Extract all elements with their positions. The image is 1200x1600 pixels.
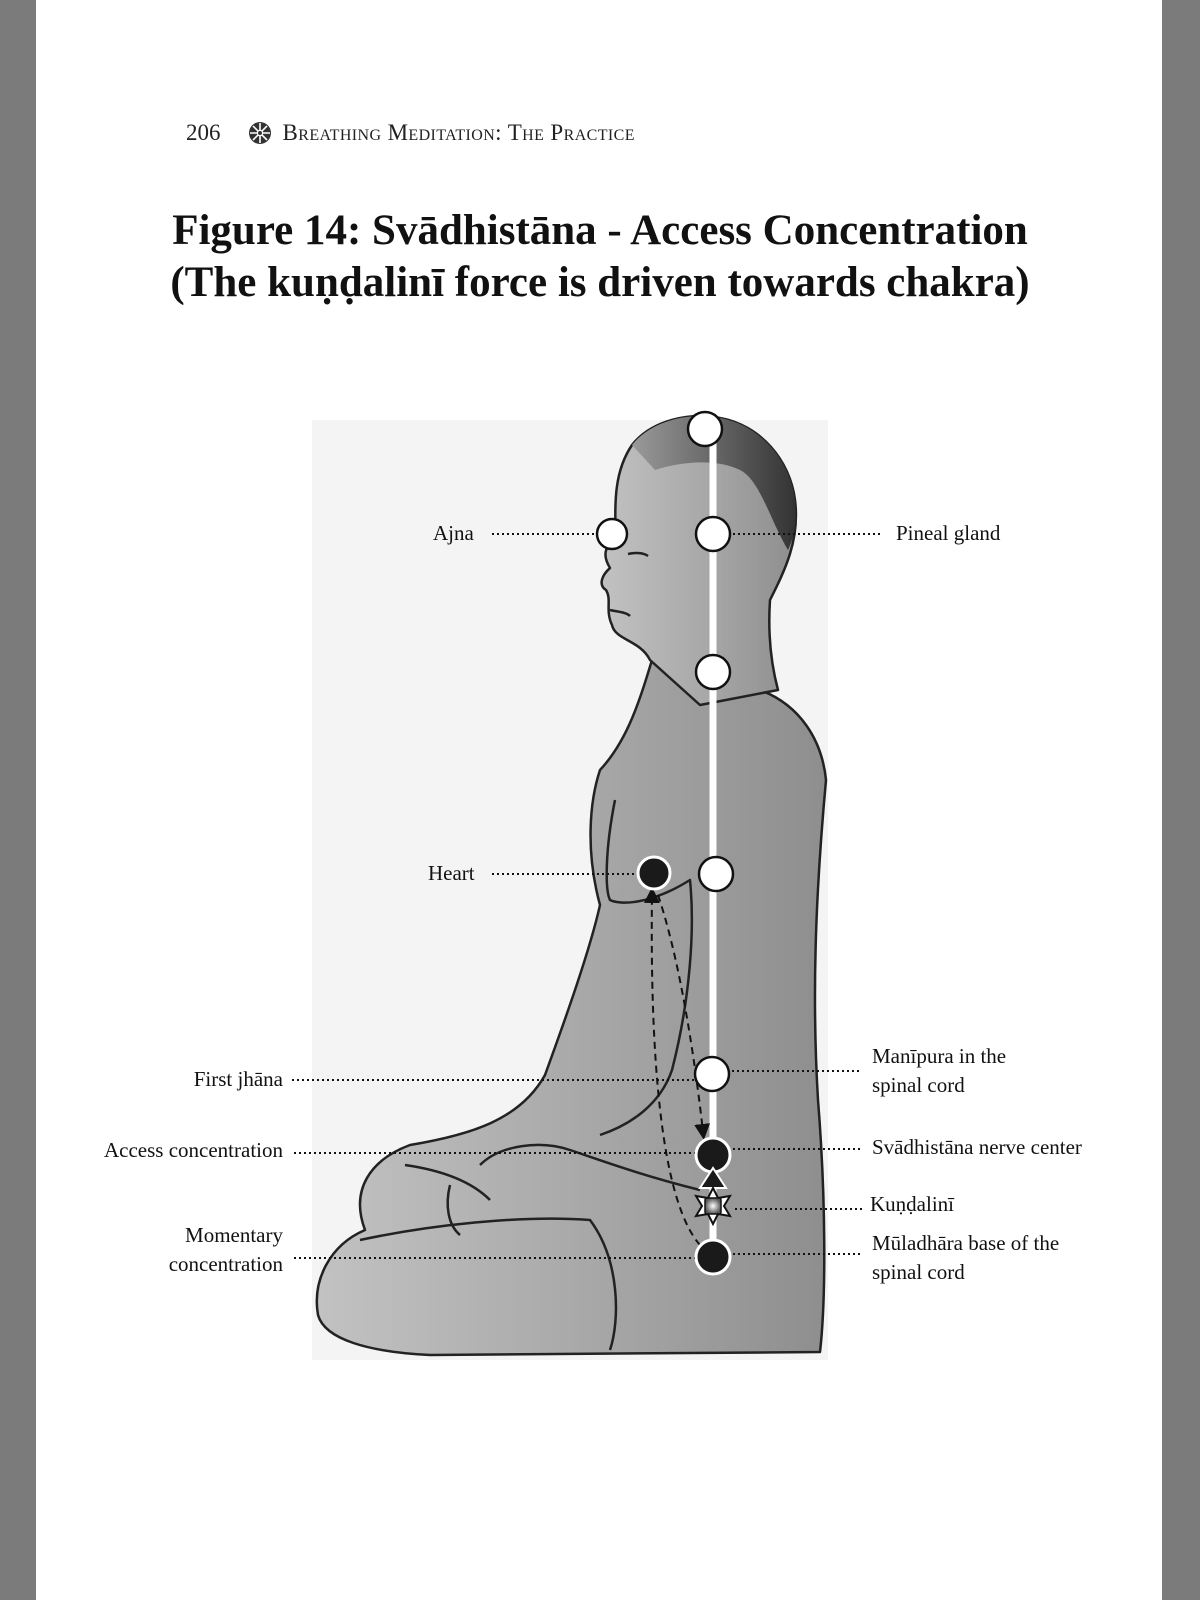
figure-title-line1: Figure 14: Svādhistāna - Access Concentr… (172, 207, 1028, 254)
ajna-node (595, 517, 629, 551)
label-svadhistana: Svādhistāna nerve center (872, 1135, 1082, 1159)
page-number: 206 (186, 120, 221, 145)
section-title: Breathing Meditation: The Practice (282, 120, 635, 145)
muladhara-node-active (694, 1238, 732, 1276)
label-momentary-line2: concentration (168, 1252, 283, 1276)
label-pineal-gland: Pineal gland (896, 521, 1001, 545)
pineal-gland-node (694, 515, 732, 553)
label-muladhara: Mūladhāra base of the spinal cord (872, 1229, 1059, 1287)
crown-chakra-node (686, 410, 724, 448)
leader-lines (292, 533, 880, 1259)
label-manipura-line1: Manīpura in the (872, 1044, 1007, 1068)
label-ajna: Ajna (433, 521, 474, 545)
energy-path-up-arrow (643, 887, 701, 1246)
label-manipura-line2: spinal cord (872, 1073, 965, 1097)
label-kundalini: Kuṇḍalinī (870, 1192, 954, 1216)
energy-path-down-arrow (657, 894, 711, 1140)
label-muladhara-line1: Mūladhāra base of the (872, 1231, 1060, 1255)
figure-title-line2: (The kuṇḍalinī force is driven towards c… (170, 259, 1030, 306)
spinal-heart-chakra-node (697, 855, 735, 893)
dharma-wheel-icon (247, 120, 273, 146)
throat-chakra-node (694, 653, 732, 691)
label-access-concentration: Access concentration (103, 1138, 283, 1162)
seated-figure (315, 414, 828, 1357)
running-head: 206 Breathing Meditation: The Practice (186, 120, 635, 146)
manipura-node (693, 1055, 731, 1093)
label-muladhara-line2: spinal cord (872, 1260, 965, 1284)
label-first-jhana: First jhāna (193, 1067, 283, 1091)
label-momentary-concentration: Momentary concentration (169, 1221, 283, 1279)
label-manipura: Manīpura in the spinal cord (872, 1042, 1006, 1100)
kundalini-star-icon (694, 1185, 732, 1227)
figure-title: Figure 14: Svādhistāna - Access Concentr… (0, 205, 1200, 309)
label-heart: Heart (428, 861, 475, 885)
heart-node-active (636, 855, 672, 891)
label-momentary-line1: Momentary (185, 1223, 283, 1247)
